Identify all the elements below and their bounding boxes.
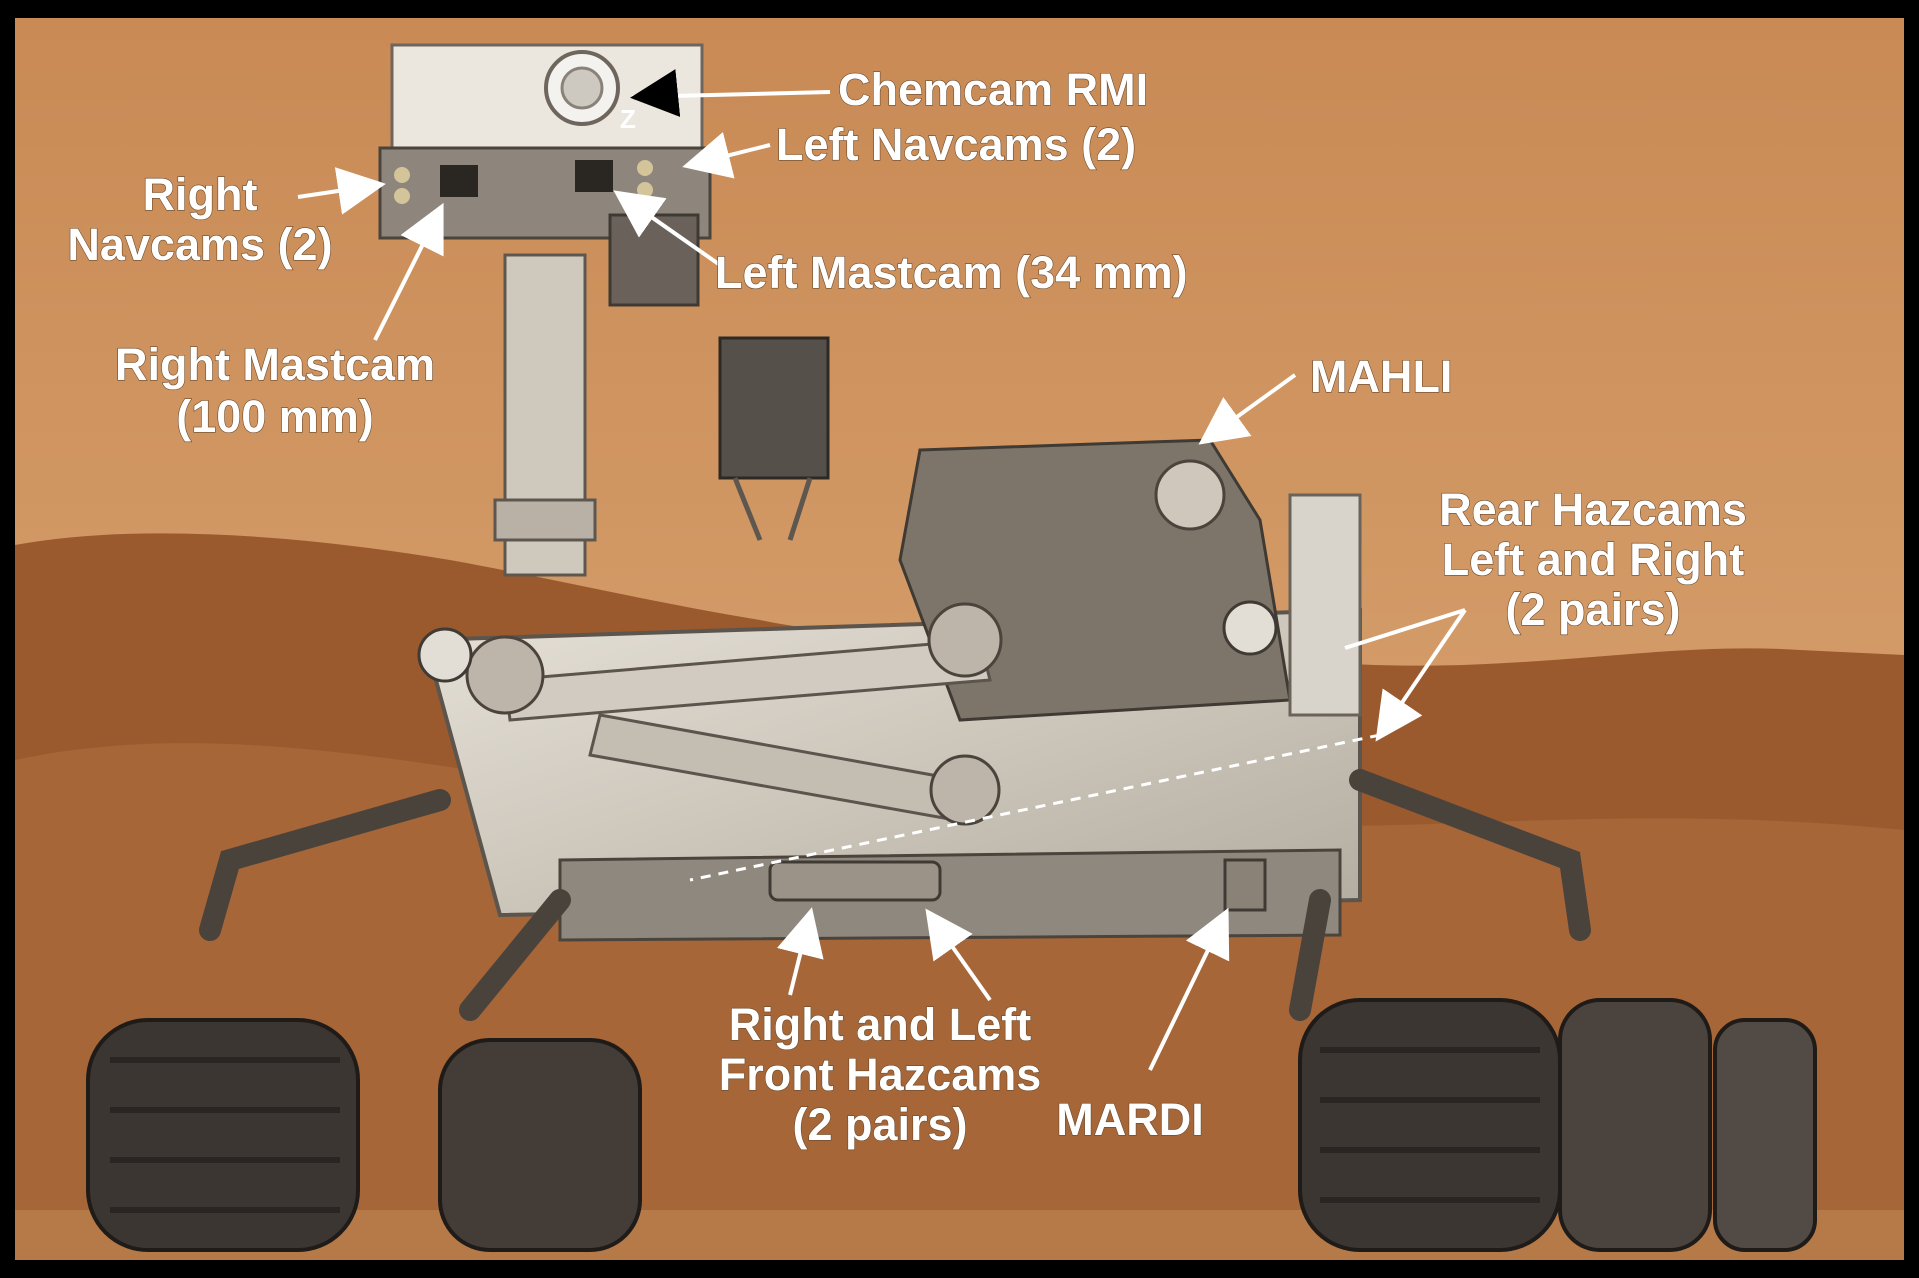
mast-marker-z: Z bbox=[620, 104, 636, 134]
right-navcams-pointer bbox=[297, 167, 386, 215]
right-navcam-lens-1 bbox=[394, 167, 410, 183]
wheels bbox=[86, 998, 1817, 1252]
mast-joint bbox=[493, 498, 597, 542]
left-mastcam-lens bbox=[575, 160, 613, 192]
wheel-front-right bbox=[1298, 998, 1562, 1252]
left-navcams-pointer bbox=[682, 132, 771, 179]
left-navcam-lens-2 bbox=[637, 182, 653, 198]
label-right-mastcam-line1: Right Mastcam bbox=[115, 339, 435, 390]
label-front-hazcams-line1: Right and Left bbox=[729, 999, 1031, 1050]
rear-hazcams-pointer-1 bbox=[1344, 608, 1466, 650]
rover-belly bbox=[558, 848, 1342, 942]
front-hazcams-pointer-2 bbox=[925, 908, 992, 1002]
front-hazcams-bar bbox=[768, 860, 942, 902]
label-left-mastcam: Left Mastcam (34 mm) bbox=[715, 247, 1188, 298]
label-right-mastcam-line2: (100 mm) bbox=[176, 391, 374, 442]
mast-electronics-box bbox=[608, 213, 700, 307]
label-right-navcams-line2: Navcams (2) bbox=[67, 219, 332, 270]
rocker-bogie-suspension bbox=[199, 769, 1591, 1021]
label-mahli: MAHLI bbox=[1310, 351, 1452, 402]
label-rear-hazcams-line3: (2 pairs) bbox=[1505, 584, 1680, 635]
mardi-pointer bbox=[1148, 907, 1230, 1071]
wheel-rear-right bbox=[1713, 1018, 1817, 1252]
wheel-middle-right bbox=[1558, 998, 1712, 1252]
label-chemcam-rmi: Chemcam RMI bbox=[838, 64, 1148, 115]
right-mastcam-pointer bbox=[373, 202, 444, 341]
high-gain-antenna bbox=[718, 336, 830, 480]
label-right-navcams-line1: Right bbox=[143, 169, 258, 220]
label-pointers bbox=[297, 69, 1467, 1071]
arm-shoulder-joint bbox=[465, 635, 545, 715]
rover: Z bbox=[86, 43, 1817, 1252]
right-mastcam-lens bbox=[440, 165, 478, 197]
label-rear-hazcams-line1: Rear Hazcams bbox=[1439, 484, 1747, 535]
left-mastcam-pointer bbox=[613, 190, 722, 267]
label-rear-hazcams-line2: Left and Right bbox=[1442, 534, 1744, 585]
rear-hazcams-pointer-2 bbox=[1375, 608, 1467, 742]
front-hazcam-left-housing bbox=[417, 627, 473, 683]
mardi-camera bbox=[1223, 858, 1267, 912]
left-navcam-lens-1 bbox=[637, 160, 653, 176]
label-front-hazcams-line2: Front Hazcams bbox=[719, 1049, 1042, 1100]
label-left-navcams: Left Navcams (2) bbox=[776, 119, 1136, 170]
mahli-pointer bbox=[1198, 373, 1297, 445]
wheel-front-left bbox=[86, 1018, 360, 1252]
label-front-hazcams-line3: (2 pairs) bbox=[792, 1099, 967, 1150]
chemcam-lens-inner bbox=[560, 66, 604, 110]
wheel-treads bbox=[110, 1047, 1540, 1213]
rear-hazcam-housing bbox=[1222, 600, 1278, 656]
label-mardi: MARDI bbox=[1056, 1094, 1203, 1145]
labels: Chemcam RMI Left Navcams (2) Right Navca… bbox=[67, 63, 1748, 1150]
right-navcam-lens-2 bbox=[394, 188, 410, 204]
mahli-camera bbox=[1154, 459, 1226, 531]
wheel-middle-left bbox=[438, 1038, 642, 1252]
arm-elbow-joint bbox=[927, 602, 1003, 678]
arm-wrist-joint bbox=[929, 754, 1001, 826]
front-hazcams-pointer-1 bbox=[777, 907, 824, 996]
rear-hazcams-dashed-line bbox=[689, 733, 1381, 882]
antenna-struts bbox=[732, 477, 813, 541]
chemcam-pointer-arrow bbox=[630, 69, 681, 117]
rtg-housing bbox=[1288, 493, 1362, 717]
